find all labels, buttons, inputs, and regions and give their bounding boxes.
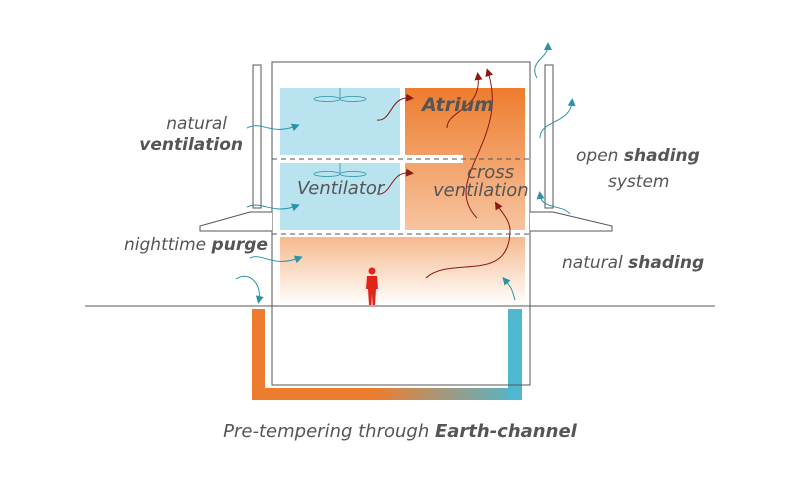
earth-channel [252,309,522,400]
warm-air-arrows [376,68,511,279]
cross-label: cross [467,162,514,183]
ventilation-label: ventilation [433,180,529,201]
nighttime-text: nighttime [124,235,212,255]
room-upper [280,88,400,155]
open-text: open [576,146,624,166]
shading-text: shading [624,146,700,166]
atrium-label: Atrium [420,94,494,116]
natural-shading-label: natural shading [562,253,704,273]
earth-channel-text: Earth-channel [435,421,578,442]
slab-lower [272,230,463,237]
ceiling-fan-icon [313,163,367,177]
slab-upper [272,155,463,163]
ground-floor-zone [280,237,525,305]
shading-fin-right [544,64,554,209]
person-icon [366,267,378,305]
overhang-left [199,211,272,232]
ceiling-fan-icon [313,88,367,102]
natural-text: natural [562,253,628,273]
earth-channel-caption: Pre-tempering through Earth-channel [223,421,577,442]
overhang-right [530,211,613,232]
purge-text: purge [211,235,268,255]
system-label: system [608,172,669,192]
cool-air-arrows [235,42,576,304]
pretempering-text: Pre-tempering through [223,421,435,442]
open-shading-label: open shading [576,146,700,166]
nighttime-purge-label: nighttime purge [124,235,268,255]
natural-ventilation-label-line2: ventilation [139,135,243,155]
shading-text: shading [628,253,704,273]
shading-fin-left [252,64,262,209]
ventilator-label: Ventilator [297,178,386,199]
natural-ventilation-label-line1: natural [166,114,227,134]
